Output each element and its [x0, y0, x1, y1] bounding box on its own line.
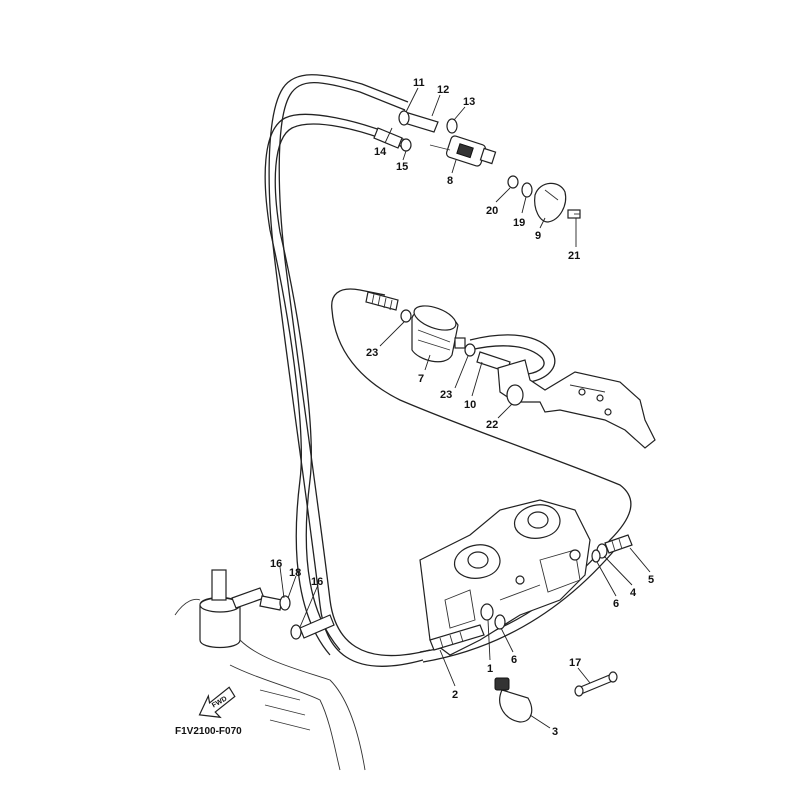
part-label-1: 1: [487, 663, 493, 675]
hose-14: [373, 127, 403, 149]
hose-fitting-23-left: [365, 291, 399, 311]
fuel-pump-8: [429, 135, 497, 167]
clamp-18: [279, 595, 291, 611]
leader-lines: [279, 87, 651, 729]
pin-17: [574, 671, 618, 697]
part-label-3: 3: [552, 726, 558, 738]
clamp-16: [290, 624, 302, 640]
part-label-18: 18: [289, 567, 301, 579]
fuel-hose-inner: [264, 113, 406, 656]
part-label-13: 13: [463, 96, 475, 108]
hose-fitting-5: [604, 534, 633, 554]
bracket-22: [497, 359, 656, 449]
part-label-9: 9: [535, 230, 541, 242]
part-label-11: 11: [413, 77, 425, 89]
clamp-15: [400, 138, 412, 152]
fuel-filter-7: [411, 305, 466, 363]
clamp-13: [446, 118, 458, 134]
part-label-15: 15: [396, 161, 408, 173]
clamp-23-left: [400, 309, 412, 323]
washer-20: [507, 175, 519, 189]
part-labels: 11 12 13 14 15 8 20 19 9 21 23 7 23 10 2…: [270, 77, 654, 738]
part-label-14: 14: [374, 146, 387, 158]
cover-9: [534, 182, 567, 223]
carburetor-assembly: [419, 499, 591, 656]
diagram-code: F1V2100-F070: [175, 726, 242, 737]
part-label-2: 2: [452, 689, 458, 701]
part-label-23-right: 23: [440, 389, 452, 401]
part-label-23-left: 23: [366, 347, 378, 359]
part-label-12: 12: [437, 84, 449, 96]
part-label-20: 20: [486, 205, 498, 217]
hose-16-long: [299, 614, 335, 639]
washer-19: [521, 182, 533, 198]
part-label-4: 4: [630, 587, 637, 599]
part-label-6-upper: 6: [613, 598, 619, 610]
part-label-16-right: 16: [311, 576, 323, 588]
clamp-6-upper: [591, 549, 601, 563]
hose-fitting-2: [429, 624, 485, 651]
part-label-8: 8: [447, 175, 453, 187]
part-label-16-left: 16: [270, 558, 282, 570]
part-label-10: 10: [464, 399, 476, 411]
part-label-6-lower: 6: [511, 654, 517, 666]
part-label-22: 22: [486, 419, 498, 431]
hull-outline: [229, 639, 366, 771]
hose-16-short: [259, 595, 283, 611]
clamp-11: [398, 110, 410, 126]
fuel-hose-outer: [268, 74, 431, 667]
part-label-21: 21: [568, 250, 580, 262]
part-label-5: 5: [648, 574, 654, 586]
fuel-tank-outlet: [174, 569, 265, 649]
part-label-19: 19: [513, 217, 525, 229]
part-label-7: 7: [418, 373, 424, 385]
clamp-1: [480, 603, 494, 621]
fwd-arrow-icon: FWD: [198, 686, 236, 719]
fuel-hose-bracket-loop: [469, 334, 556, 383]
clamp-23-right: [464, 343, 476, 357]
clamp-6-lower: [494, 614, 506, 630]
strap-3: [494, 677, 533, 723]
bolt-21: [567, 209, 581, 219]
part-label-17: 17: [569, 657, 581, 669]
